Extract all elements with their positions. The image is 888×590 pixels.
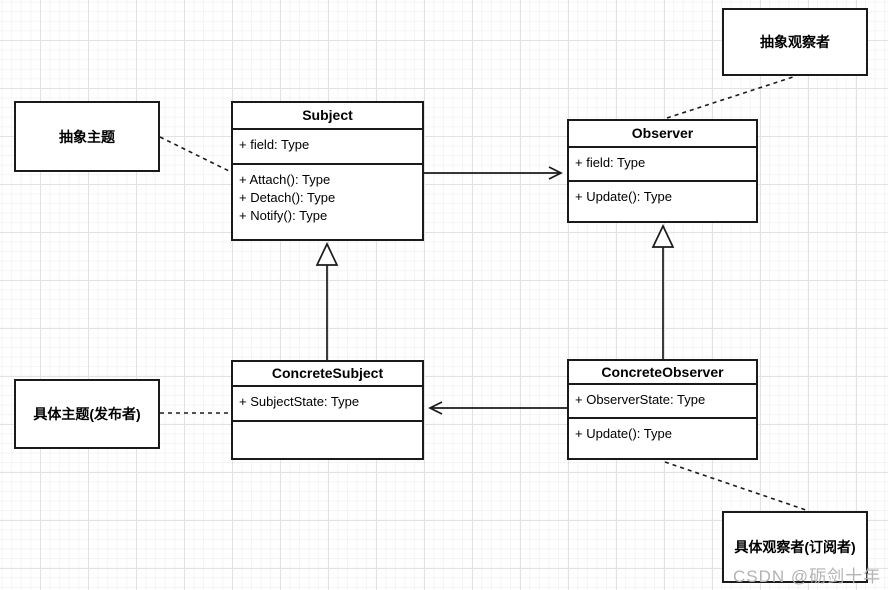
class-subject: Subject + field: Type + Attach(): Type +…	[231, 101, 424, 241]
attribute-line: + field: Type	[239, 137, 310, 152]
class-subject-methods: + Attach(): Type + Detach(): Type + Noti…	[233, 165, 422, 225]
class-observer-methods: + Update(): Type	[569, 182, 756, 206]
dashed-link-concreteobserver-note	[664, 461, 807, 511]
class-concrete-observer-title: ConcreteObserver	[569, 361, 756, 385]
dashed-link-abstractsubject-note	[159, 136, 230, 172]
method-line: + Notify(): Type	[239, 208, 328, 223]
note-concrete-observer: 具体观察者(订阅者)	[722, 511, 868, 583]
class-concrete-observer-methods: + Update(): Type	[569, 419, 756, 443]
class-subject-title: Subject	[233, 103, 422, 130]
class-observer-title: Observer	[569, 121, 756, 148]
class-concrete-subject-title: ConcreteSubject	[233, 362, 422, 387]
note-abstract-observer: 抽象观察者	[722, 8, 868, 76]
method-line: + Update(): Type	[575, 426, 672, 441]
method-line: + Attach(): Type	[239, 172, 331, 187]
csdn-watermark: CSDN @砺剑十年	[733, 567, 882, 586]
attribute-line: + SubjectState: Type	[239, 394, 360, 409]
attribute-line: + ObserverState: Type	[575, 392, 706, 407]
method-line: + Update(): Type	[575, 189, 672, 204]
class-concrete-observer: ConcreteObserver + ObserverState: Type +…	[567, 359, 758, 460]
class-concrete-subject-attributes: + SubjectState: Type	[233, 387, 422, 422]
class-concrete-subject: ConcreteSubject + SubjectState: Type	[231, 360, 424, 460]
class-observer-attributes: + field: Type	[569, 148, 756, 182]
class-subject-attributes: + field: Type	[233, 130, 422, 165]
attribute-line: + field: Type	[575, 155, 646, 170]
note-abstract-subject: 抽象主题	[14, 101, 160, 172]
note-concrete-subject: 具体主题(发布者)	[14, 379, 160, 449]
class-observer: Observer + field: Type + Update(): Type	[567, 119, 758, 223]
dashed-link-abstractobserver-note	[666, 76, 794, 119]
class-concrete-subject-methods	[233, 422, 422, 428]
method-line: + Detach(): Type	[239, 190, 336, 205]
class-concrete-observer-attributes: + ObserverState: Type	[569, 385, 756, 419]
